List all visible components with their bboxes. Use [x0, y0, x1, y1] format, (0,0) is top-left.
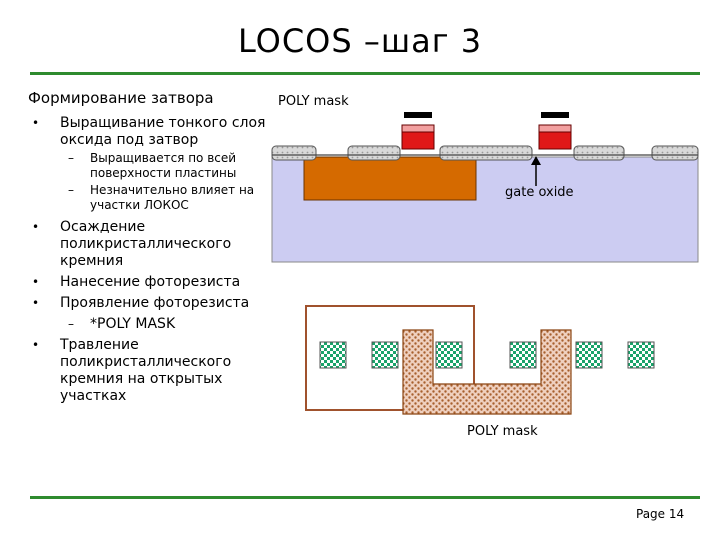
bullet-dot-icon: •: [32, 296, 40, 310]
active-tile: [627, 341, 655, 369]
well-outline: [305, 305, 475, 411]
dash-icon: –: [68, 317, 74, 331]
sub-bullet-text: Выращивается по всей поверхности пластин…: [90, 151, 237, 180]
title-divider: [30, 72, 700, 75]
field-oxide: [347, 145, 401, 161]
footer-divider: [30, 496, 700, 499]
page-number: Page 14: [636, 507, 685, 521]
active-tile: [509, 341, 537, 369]
active-tile: [435, 341, 463, 369]
bullet-dot-icon: •: [32, 338, 40, 352]
well-region: [303, 156, 477, 201]
bullet-item: • Осаждение поликристаллического кремния: [28, 219, 273, 270]
field-oxide: [271, 145, 317, 161]
sub-bullet-item: – Выращивается по всей поверхности пласт…: [28, 151, 273, 181]
dash-icon: –: [68, 151, 74, 165]
bullet-text: Выращивание тонкого слоя оксида под затв…: [60, 115, 266, 148]
bullet-item: • Травление поликристаллического кремния…: [28, 337, 273, 405]
poly-mask-label-bottom: POLY mask: [467, 424, 538, 439]
field-oxide: [439, 145, 533, 161]
poly-pattern: [402, 329, 572, 415]
slide-title: LOCOS –шаг 3: [237, 22, 483, 60]
gate-oxide-label: gate oxide: [505, 185, 574, 200]
active-tile: [371, 341, 399, 369]
bullet-text: Нанесение фоторезиста: [60, 274, 241, 290]
sub-bullet-text: *POLY MASK: [90, 316, 176, 332]
bullet-text: Травление поликристаллического кремния н…: [60, 337, 232, 404]
section-heading: Формирование затвора: [28, 89, 214, 107]
sub-bullet-text: Незначительно влияет на участки ЛОКОС: [90, 183, 255, 212]
mask-block: [541, 112, 569, 118]
bullet-dot-icon: •: [32, 116, 40, 130]
bullet-item: • Проявление фоторезиста: [28, 295, 273, 312]
poly-gate: [538, 130, 572, 150]
bullet-dot-icon: •: [32, 275, 40, 289]
sub-bullet-item: – *POLY MASK: [28, 316, 273, 333]
sub-bullet-item: – Незначительно влияет на участки ЛОКОС: [28, 183, 273, 213]
text-panel: Формирование затвора • Выращивание тонко…: [28, 90, 273, 405]
resist-layer: [401, 124, 435, 133]
bullet-item: • Выращивание тонкого слоя оксида под за…: [28, 115, 273, 149]
field-oxide: [573, 145, 625, 161]
dash-icon: –: [68, 183, 74, 197]
bullet-dot-icon: •: [32, 220, 40, 234]
bullet-item: • Нанесение фоторезиста: [28, 274, 273, 291]
mask-block: [404, 112, 432, 118]
poly-gate: [401, 130, 435, 150]
poly-mask-label-top: POLY mask: [278, 94, 349, 109]
bullet-text: Осаждение поликристаллического кремния: [60, 219, 232, 269]
active-tile: [319, 341, 347, 369]
arrow-head-icon: [531, 156, 541, 165]
field-oxide: [651, 145, 699, 161]
bullet-text: Проявление фоторезиста: [60, 295, 250, 311]
active-tile: [575, 341, 603, 369]
resist-layer: [538, 124, 572, 133]
